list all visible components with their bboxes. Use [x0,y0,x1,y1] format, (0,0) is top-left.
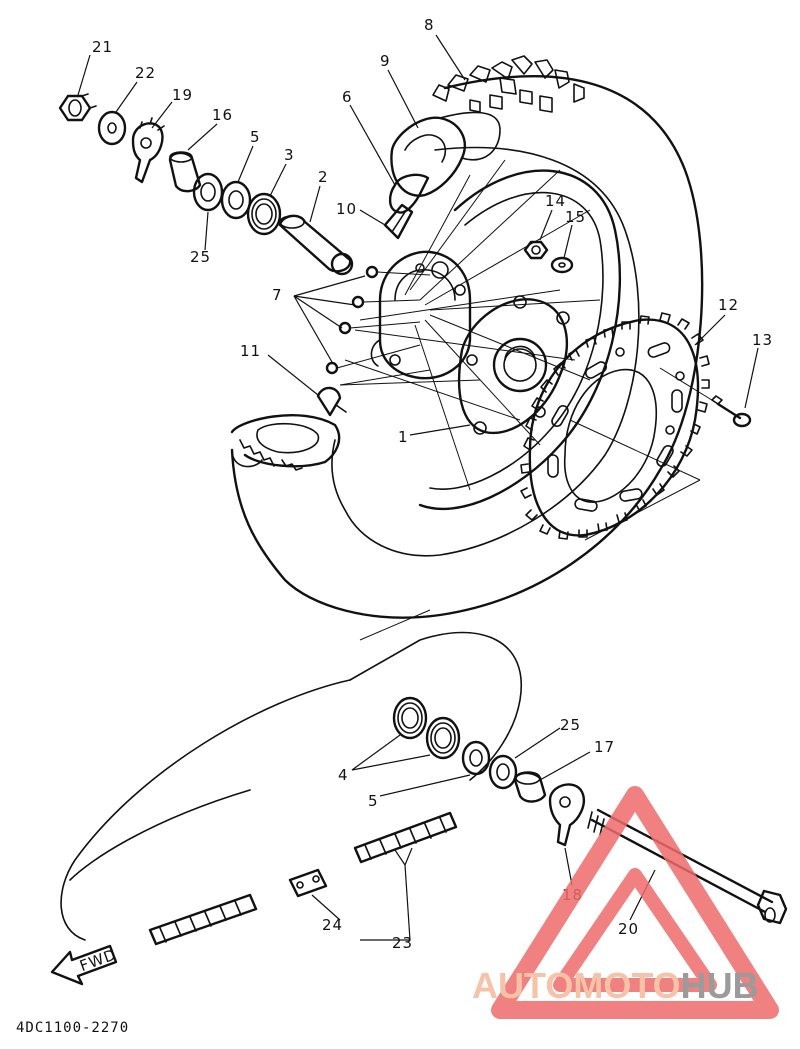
oil-seal-right [488,754,518,790]
collar-left [168,151,202,193]
callout-25-top: 25 [190,248,211,266]
collar-right [513,771,547,803]
watermark-text-light: AUTOMOTO [472,965,681,1006]
callout-9: 9 [380,52,391,70]
callout-22: 22 [135,64,156,82]
callout-2: 2 [318,168,329,186]
chain-puller-left [131,117,165,184]
sprocket-bolt [659,367,752,428]
diagram-code: 4DC1100-2270 [16,1020,129,1036]
drive-chain [148,811,458,946]
tire [230,55,704,619]
callout-11: 11 [240,342,261,360]
callout-1: 1 [398,428,409,446]
spoke-nipples [325,265,431,375]
callout-12: 12 [718,296,739,314]
tube [390,111,501,197]
callout-16: 16 [212,106,233,124]
chain-loop [60,609,523,941]
callout-24: 24 [322,916,343,934]
bearing-right-2 [425,716,461,760]
watermark: AUTOMOTOHUB [472,786,779,1019]
oil-seal-left [192,172,224,212]
axle-nut [58,93,97,122]
valve-cap [316,386,347,417]
rim-lock [383,203,414,240]
spacer-left [220,180,252,220]
watermark-triangle-icon [491,786,779,1019]
watermark-text-dark: HUB [681,965,759,1006]
callout-5-top: 5 [250,128,261,146]
hub [370,250,472,380]
callout-5-bottom: 5 [368,792,379,810]
callout-10: 10 [336,200,357,218]
callout-6: 6 [342,88,353,106]
leader-lines [77,34,759,941]
callout-17: 17 [594,738,615,756]
callout-13: 13 [752,331,773,349]
tire-cutaway [230,414,341,471]
callout-21: 21 [92,38,113,56]
bearing-right-1 [392,696,428,740]
sprocket-nut [523,240,549,260]
callout-15: 15 [565,208,586,226]
callout-19: 19 [172,86,193,104]
tire-tread [432,55,585,113]
watermark-text: AUTOMOTOHUB [472,965,759,1006]
sprocket-holes [547,342,685,512]
fwd-label: FWD [77,945,119,975]
rim-band [388,173,430,214]
fwd-arrow [50,944,118,986]
axle-washer [97,110,127,146]
sprocket-washer [550,256,574,274]
callout-7: 7 [272,286,283,304]
callout-14: 14 [545,192,566,210]
sprocket-flange [457,295,570,435]
master-link [288,868,328,898]
callout-23: 23 [392,934,413,952]
callout-8: 8 [424,16,435,34]
callout-numbers: 21 22 19 16 5 3 2 8 9 6 10 14 15 12 13 2… [92,16,773,952]
spacer-right [461,740,491,776]
callout-20: 20 [618,920,639,938]
axle-spacer [278,214,354,276]
callout-25-bottom: 25 [560,716,581,734]
chain-puller-right [548,783,585,847]
callout-4: 4 [338,766,349,784]
rear-sprocket [520,312,710,541]
callout-3: 3 [284,146,295,164]
bearing-left [246,192,282,236]
